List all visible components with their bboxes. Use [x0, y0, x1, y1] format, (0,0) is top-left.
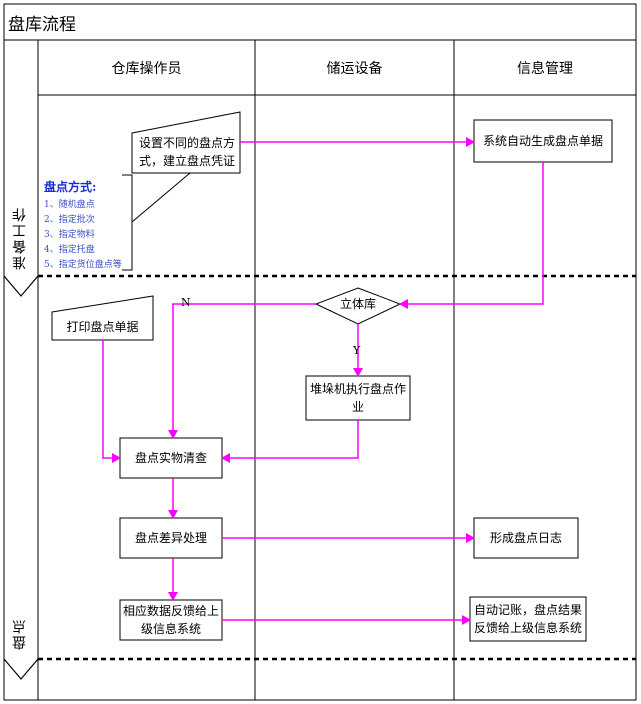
form-log-box: [473, 517, 579, 559]
form-log-label: 形成盘点日志: [489, 531, 562, 545]
print-doc-shape: [51, 295, 154, 341]
phase-chevron-prep: [3, 275, 39, 297]
note-bracket: [122, 174, 133, 271]
physical-count-box: [119, 437, 223, 479]
lane-header-equipment: 储运设备: [326, 61, 383, 77]
flow-arrows: [102, 137, 544, 625]
auto-post-label: 自动记账，盘点结果反馈给上级信息系统: [473, 603, 582, 635]
branch-label-yes: Y: [353, 344, 361, 357]
note-item: 1、随机盘点: [44, 200, 95, 210]
note-item: 4、指定托盘: [44, 245, 95, 255]
note-connector: [131, 172, 191, 223]
arrow-stacker-to-count: [221, 420, 359, 463]
set-method-label: 设置不同的盘点方式，建立盘点凭证: [138, 136, 235, 168]
stereo-warehouse-label: 立体库: [339, 297, 376, 311]
lane-header-operator: 仓库操作员: [111, 61, 182, 77]
page-title: 盘库流程: [8, 15, 76, 35]
diff-handle-box: [119, 517, 223, 559]
outer-frame: [3, 3, 637, 701]
arrow-generate-to-diamond: [399, 162, 544, 309]
arrow-print-to-count: [102, 340, 121, 463]
arrow-diamond-no: [168, 303, 316, 439]
feedback-data-box: [119, 599, 223, 641]
lane-header-info: 信息管理: [517, 61, 573, 77]
note-item: 3、指定物料: [44, 230, 95, 240]
set-method-shape: [131, 111, 241, 174]
note-item: 5、指定货位盘点等: [44, 260, 122, 270]
phase-label-prep: 准备工作: [12, 206, 28, 270]
note-title: 盘点方式:: [44, 180, 97, 194]
feedback-data-label: 相应数据反馈给上级信息系统: [122, 604, 219, 636]
diff-handle-label: 盘点差异处理: [134, 531, 207, 545]
physical-count-label: 盘点实物清查: [134, 451, 207, 465]
stacker-task-label: 堆垛机执行盘点作业: [309, 382, 406, 414]
note-item: 2、指定批次: [44, 215, 95, 225]
phase-chevron-count: [3, 658, 39, 680]
auto-generate-box: [473, 119, 613, 163]
print-doc-label: 打印盘点单据: [66, 320, 139, 334]
phase-label-count: 盘点: [12, 618, 28, 650]
branch-label-no: N: [181, 296, 191, 309]
auto-generate-label: 系统自动生成盘点单据: [482, 134, 603, 148]
